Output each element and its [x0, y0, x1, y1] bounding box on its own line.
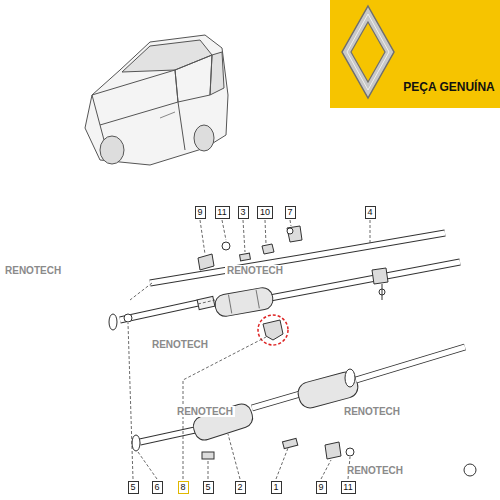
callout-box: 7	[285, 206, 296, 219]
callout-box: 4	[365, 206, 376, 219]
watermark: RENOTECH	[345, 465, 405, 476]
renault-logo	[342, 6, 394, 98]
watermark: RENOTECH	[150, 339, 210, 350]
callout-box: 10	[257, 206, 273, 219]
callout-number: 11	[217, 207, 226, 217]
highlight-circle	[258, 315, 288, 345]
callout-box: 2	[235, 481, 246, 494]
callout-box: 6	[152, 481, 163, 494]
callout-number: 7	[287, 207, 292, 217]
callout-number: 1	[273, 482, 278, 492]
callout-box: 9	[316, 481, 327, 494]
callout-number: 8	[180, 482, 185, 492]
watermark: RENOTECH	[175, 406, 235, 417]
callout-box: 5	[128, 481, 139, 494]
callout-box: 3	[238, 206, 249, 219]
callout-number: 3	[240, 207, 245, 217]
watermark: RENOTECH	[225, 265, 285, 276]
car-sketch	[85, 35, 228, 165]
callout-number: 9	[318, 482, 323, 492]
callout-box: 1	[271, 481, 282, 494]
leader-lines	[128, 220, 370, 479]
callout-box: 11	[341, 481, 356, 494]
callout-number: 4	[367, 207, 372, 217]
callout-number: 10	[260, 207, 270, 217]
callout-box: 11	[215, 206, 230, 219]
watermark: RENOTECH	[3, 265, 63, 276]
callout-number: 5	[130, 482, 135, 492]
callout-number: 11	[343, 482, 352, 492]
callout-box: 9	[195, 206, 206, 219]
callout-number: 2	[237, 482, 242, 492]
brand-text: PEÇA GENUÍNA	[401, 81, 497, 94]
callout-number: 9	[197, 207, 202, 217]
callout-box: 5	[203, 481, 214, 494]
callout-number: 5	[205, 482, 210, 492]
callout-number: 6	[154, 482, 159, 492]
lower-exhaust	[132, 347, 465, 451]
hangers-clamps	[124, 226, 476, 476]
callout-box: 8	[178, 481, 189, 494]
watermark: RENOTECH	[342, 406, 402, 417]
brand-panel	[330, 0, 500, 108]
